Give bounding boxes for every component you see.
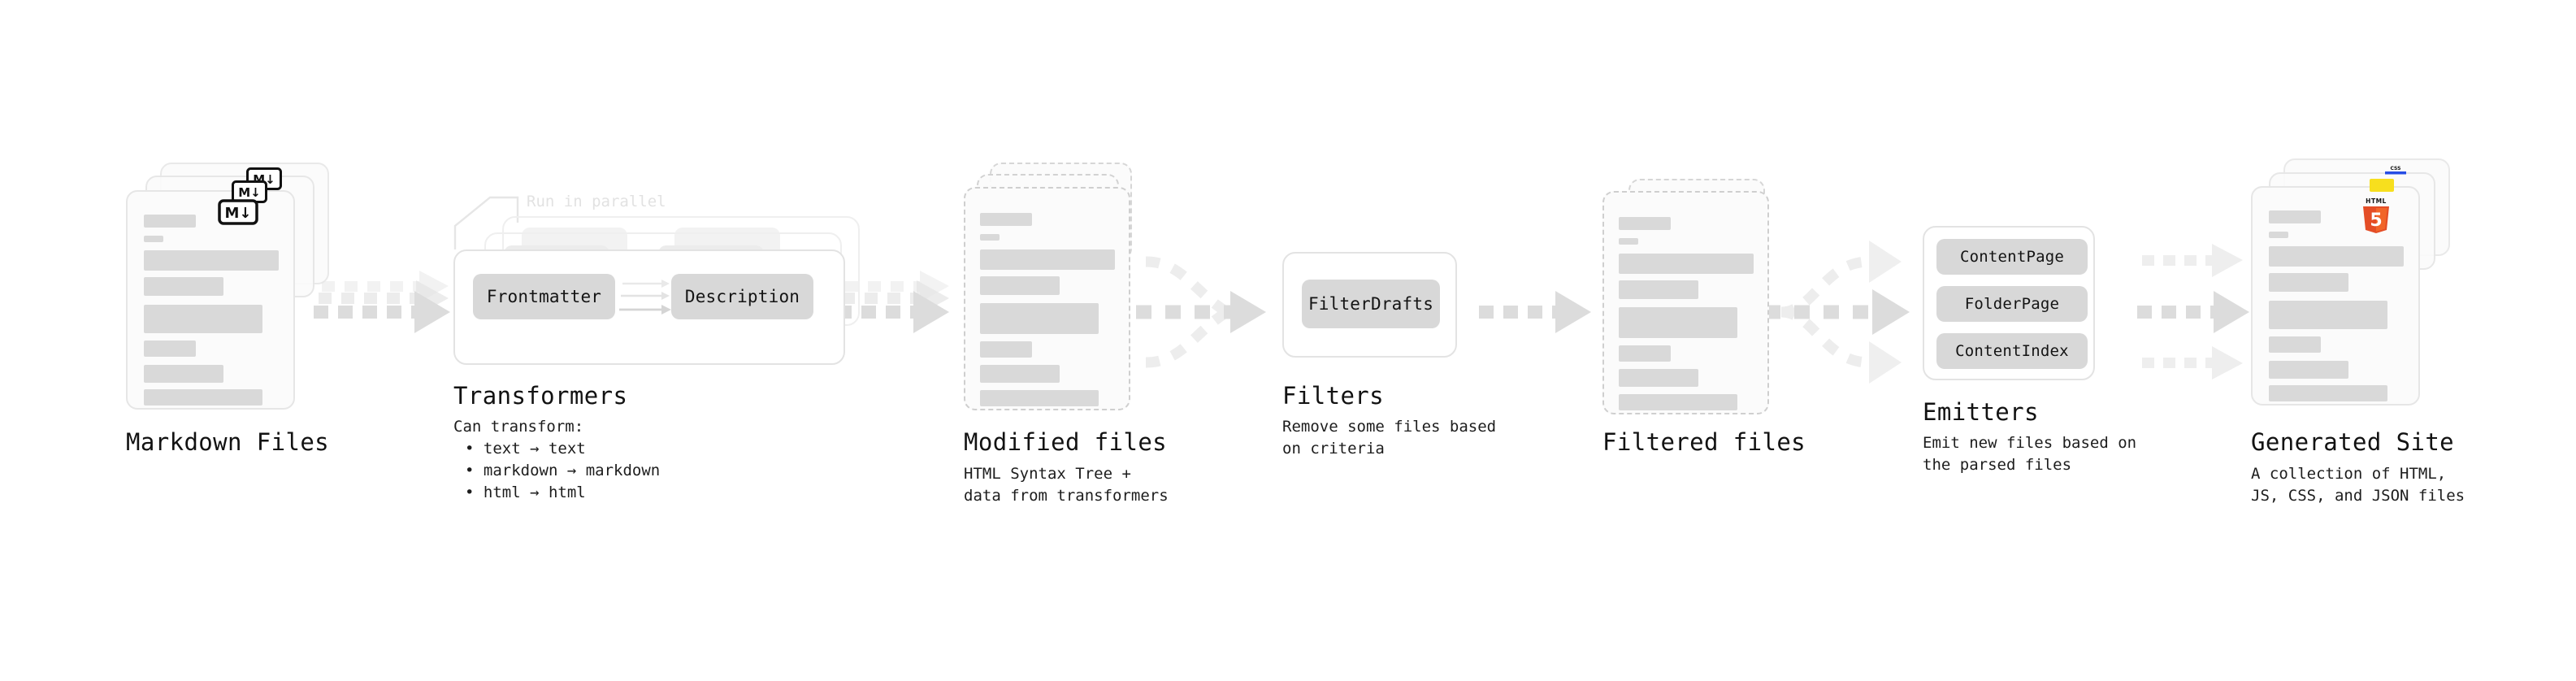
modified-card-front (964, 187, 1130, 410)
stage-title-markdown-files: Markdown Files (126, 428, 330, 456)
doc-bar (980, 234, 1000, 241)
arrow-emitters-to-site-top (2142, 244, 2243, 277)
stage-title-modified-files: Modified files (964, 428, 1168, 456)
emitters-panel: ContentPage FolderPage ContentIndex (1923, 226, 2095, 380)
doc-bar (144, 236, 163, 242)
transformers-bullet-2: • html → html (465, 484, 586, 501)
html5-icon: HTML 5 (2363, 197, 2389, 233)
transformers-bullet-0: • text → text (465, 440, 586, 458)
doc-bar (2269, 273, 2348, 292)
filters-description: Remove some files based on criteria (1282, 418, 1497, 458)
svg-text:M↓: M↓ (225, 205, 252, 222)
svg-text:HTML: HTML (2366, 197, 2387, 205)
transformers-description: Can transform: (453, 418, 584, 436)
filtered-card-front (1602, 191, 1769, 414)
markdown-card-front (126, 190, 295, 410)
doc-bar (1619, 307, 1737, 338)
doc-bar (2269, 301, 2387, 329)
plugin-chip-contentindex[interactable]: ContentIndex (1936, 333, 2088, 369)
intra-panel-arrows (619, 280, 671, 314)
doc-bar (144, 340, 196, 357)
stage-title-generated-site: Generated Site (2251, 428, 2455, 456)
arrow-emitters-to-site-bottom (2142, 346, 2243, 380)
plugin-chip-frontmatter[interactable]: Frontmatter (473, 274, 615, 319)
doc-bar (1619, 254, 1754, 274)
doc-bar (1619, 280, 1698, 299)
doc-bar (144, 305, 262, 333)
arrow-md-to-transformers (314, 291, 450, 333)
doc-bar (1619, 238, 1638, 245)
doc-bar (980, 249, 1115, 270)
arrow-emitters-to-site-mid (2137, 291, 2249, 333)
js-icon (2370, 179, 2394, 192)
arrow-filtered-to-emitters (1706, 241, 1910, 384)
doc-bar (980, 365, 1060, 383)
doc-bar (1619, 345, 1671, 362)
doc-bar (980, 276, 1060, 295)
site-card-front (2251, 186, 2420, 406)
doc-bar (2269, 385, 2387, 401)
doc-bar (1619, 217, 1671, 230)
plugin-chip-filterdrafts[interactable]: FilterDrafts (1302, 280, 1440, 328)
stage-title-filters: Filters (1282, 382, 1385, 410)
doc-bar (144, 389, 262, 406)
svg-text:5: 5 (2370, 210, 2382, 231)
run-in-parallel-leader (453, 196, 519, 249)
modified-files-description: HTML Syntax Tree + data from transformer… (964, 465, 1169, 505)
doc-bar (2269, 361, 2348, 379)
plugin-chip-contentpage[interactable]: ContentPage (1936, 239, 2088, 275)
doc-bar (144, 250, 279, 271)
stage-title-transformers: Transformers (453, 382, 628, 410)
doc-bar (2269, 246, 2404, 267)
filters-panel: FilterDrafts (1282, 252, 1457, 358)
doc-bar (2269, 336, 2321, 353)
doc-bar (144, 215, 196, 228)
plugin-chip-folderpage[interactable]: FolderPage (1936, 286, 2088, 322)
arrow-modified-to-filters (1136, 256, 1266, 368)
svg-text:M↓: M↓ (238, 185, 261, 200)
doc-bar (980, 341, 1032, 358)
doc-bar (1619, 369, 1698, 387)
doc-bar (980, 303, 1099, 334)
css3-icon: CSS (2385, 166, 2406, 175)
doc-bar (980, 213, 1032, 226)
stage-title-filtered-files: Filtered files (1602, 428, 1806, 456)
doc-bar (144, 365, 223, 383)
doc-bar (144, 277, 223, 296)
markdown-icon: M↓ (218, 199, 258, 225)
arrow-filters-to-filtered (1479, 291, 1591, 333)
plugin-chip-description[interactable]: Description (671, 274, 813, 319)
doc-bar (2269, 210, 2321, 223)
doc-bar (980, 390, 1099, 406)
generated-site-description: A collection of HTML, JS, CSS, and JSON … (2251, 465, 2465, 505)
doc-bar (2269, 232, 2288, 238)
transformer-panel: Frontmatter Description (453, 249, 845, 365)
doc-bar (1619, 394, 1737, 410)
emitters-description: Emit new files based on the parsed files (1923, 434, 2137, 474)
svg-text:CSS: CSS (2391, 166, 2401, 171)
transformers-bullet-1: • markdown → markdown (465, 462, 661, 479)
run-in-parallel-label: Run in parallel (527, 193, 666, 210)
stage-title-emitters: Emitters (1923, 398, 2039, 426)
